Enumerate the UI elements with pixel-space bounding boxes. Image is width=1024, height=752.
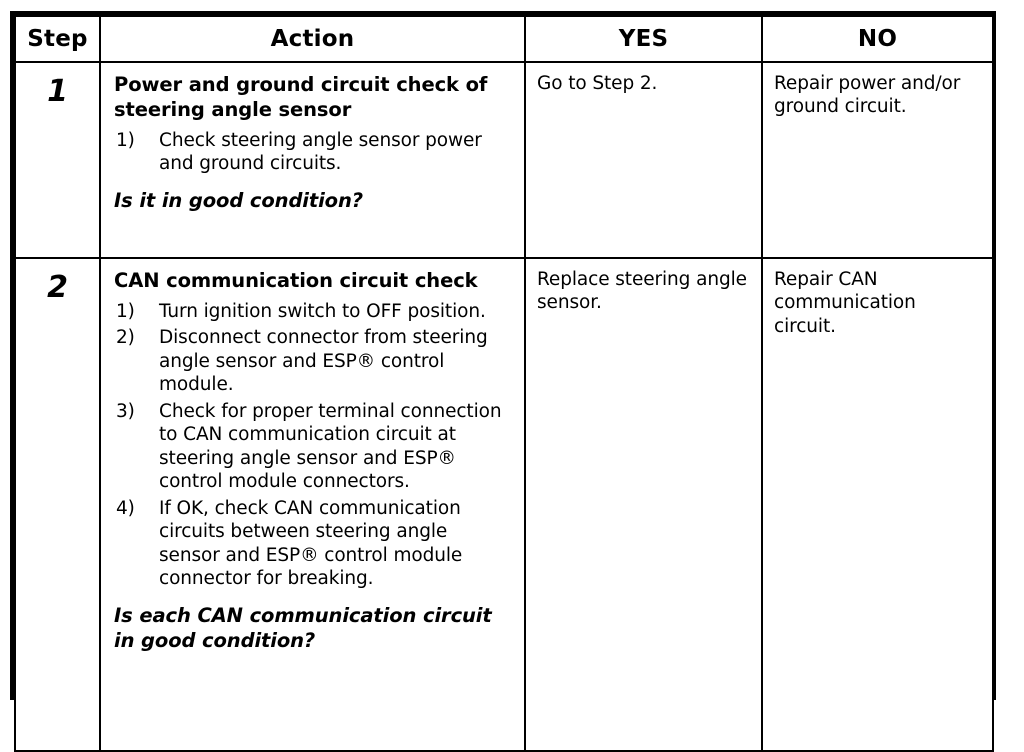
list-marker: 4) bbox=[116, 497, 135, 519]
list-item-text: Check steering angle sensor power and gr… bbox=[159, 129, 482, 175]
table-body: 1 Power and ground circuit check of stee… bbox=[14, 61, 994, 752]
no-text: Repair CAN communication circuit. bbox=[774, 269, 916, 337]
list-marker: 1) bbox=[116, 129, 135, 151]
table-row: 1 Power and ground circuit check of stee… bbox=[14, 61, 994, 259]
action-title: Power and ground circuit check of steeri… bbox=[114, 73, 488, 121]
list-item-text: Turn ignition switch to OFF position. bbox=[159, 300, 486, 322]
step-number: 1 bbox=[47, 74, 68, 109]
no-cell: Repair power and/or ground circuit. bbox=[761, 61, 994, 259]
action-question: Is it in good condition? bbox=[114, 188, 363, 212]
list-marker: 2) bbox=[116, 327, 135, 349]
list-item: 4) If OK, check CAN communication circui… bbox=[114, 497, 512, 591]
yes-cell: Replace steering angle sensor. bbox=[524, 257, 763, 752]
action-cell: Power and ground circuit check of steeri… bbox=[99, 61, 526, 259]
list-item: 1) Turn ignition switch to OFF position. bbox=[114, 300, 512, 323]
table-header: Step Action YES NO bbox=[14, 15, 994, 63]
list-marker: 3) bbox=[116, 400, 135, 422]
action-question: Is each CAN communication circuit in goo… bbox=[114, 603, 492, 652]
no-cell: Repair CAN communication circuit. bbox=[761, 257, 994, 752]
no-text: Repair power and/or ground circuit. bbox=[774, 73, 961, 118]
yes-text: Replace steering angle sensor. bbox=[537, 269, 747, 314]
table-row: 2 CAN communication circuit check 1) Tur… bbox=[14, 257, 994, 752]
step-cell: 2 bbox=[14, 257, 101, 752]
table: Step Action YES NO 1 Power and ground ci… bbox=[14, 15, 994, 752]
diagnostic-flow-table: Step Action YES NO 1 Power and ground ci… bbox=[10, 11, 996, 752]
step-cell: 1 bbox=[14, 61, 101, 259]
list-item: 1) Check steering angle sensor power and… bbox=[114, 129, 512, 176]
yes-cell: Go to Step 2. bbox=[524, 61, 763, 259]
action-step-list: 1) Check steering angle sensor power and… bbox=[114, 129, 512, 176]
page-canvas: Step Action YES NO 1 Power and ground ci… bbox=[10, 11, 996, 752]
header-row: Step Action YES NO bbox=[14, 15, 994, 63]
column-header-action: Action bbox=[99, 15, 526, 63]
action-title: CAN communication circuit check bbox=[114, 269, 478, 292]
list-item: 2) Disconnect connector from steering an… bbox=[114, 326, 512, 396]
list-item-text: If OK, check CAN communication circuits … bbox=[159, 497, 463, 590]
list-marker: 1) bbox=[116, 300, 135, 322]
action-step-list: 1) Turn ignition switch to OFF position.… bbox=[114, 300, 512, 591]
list-item-text: Disconnect connector from steering angle… bbox=[159, 327, 488, 396]
yes-text: Go to Step 2. bbox=[537, 73, 658, 94]
column-header-no: NO bbox=[761, 15, 994, 63]
column-header-step: Step bbox=[14, 15, 101, 63]
list-item-text: Check for proper terminal connection to … bbox=[159, 400, 502, 493]
step-number: 2 bbox=[47, 270, 68, 305]
column-header-yes: YES bbox=[524, 15, 763, 63]
list-item: 3) Check for proper terminal connection … bbox=[114, 400, 512, 494]
action-cell: CAN communication circuit check 1) Turn … bbox=[99, 257, 526, 752]
